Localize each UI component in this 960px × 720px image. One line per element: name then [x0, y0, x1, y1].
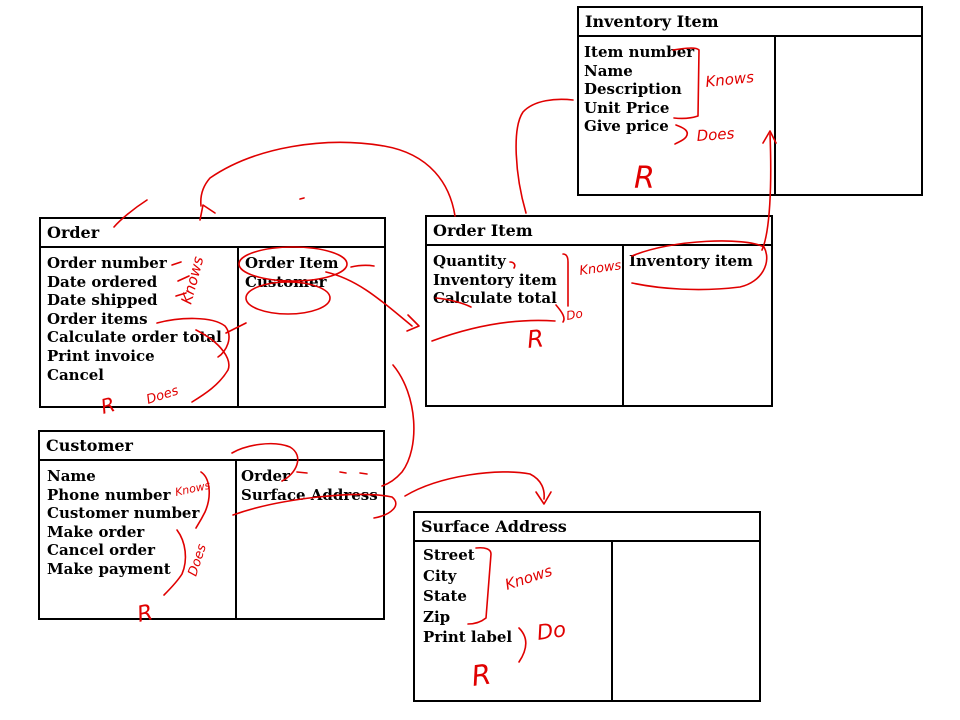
responsibility-item: Phone number — [47, 485, 171, 504]
responsibility-item: Make payment — [47, 559, 171, 578]
column-divider — [611, 542, 613, 700]
responsibility-item: Description — [584, 80, 682, 99]
link-curve — [515, 98, 574, 214]
responsibility-item: Make order — [47, 522, 145, 541]
responsibility-item: Cancel order — [47, 541, 156, 560]
crc-card-order: Order Order number Date ordered Date shi… — [39, 217, 386, 408]
responsibility-item: Calculate order total — [47, 328, 222, 347]
crc-card-order-item: Order Item Quantity Inventory item Calcu… — [425, 215, 773, 407]
card-body: Order number Date ordered Date shipped O… — [41, 248, 384, 406]
responsibility-item: Unit Price — [584, 98, 670, 117]
responsibility-item: Print label — [423, 628, 513, 646]
card-title: Order Item — [427, 217, 771, 246]
tick-mark — [299, 197, 305, 200]
crc-card-surface-address: Surface Address Street City State Zip Pr… — [413, 511, 761, 702]
responsibility-item: Zip — [423, 607, 451, 626]
responsibility-item: Print invoice — [47, 346, 155, 365]
card-title: Surface Address — [415, 513, 759, 542]
responsibility-item: Name — [47, 467, 96, 485]
responsibilities-list: Quantity Inventory item Calculate total — [433, 252, 557, 308]
arrow-head — [535, 491, 552, 505]
responsibilities-list: Item number Name Description Unit Price … — [584, 43, 694, 136]
responsibility-item: Customer number — [47, 504, 200, 523]
collaborators-list: Order Item Customer — [245, 254, 339, 291]
column-divider — [622, 246, 624, 405]
responsibility-item: Inventory item — [433, 270, 557, 289]
responsibilities-list: Street City State Zip Print label — [423, 545, 512, 648]
collaborators-list: Order Surface Address — [241, 467, 378, 504]
responsibility-item: Name — [584, 61, 633, 80]
responsibility-item: Item number — [584, 43, 695, 61]
responsibility-item: City — [423, 566, 457, 585]
card-body: Item number Name Description Unit Price … — [579, 37, 921, 194]
collaborator-item: Order — [241, 467, 290, 485]
collaborator-item: Inventory item — [629, 252, 753, 270]
card-body: Street City State Zip Print label — [415, 542, 759, 700]
responsibility-item: Cancel — [47, 365, 104, 384]
collaborators-list: Inventory item — [629, 252, 753, 271]
card-body: Quantity Inventory item Calculate total … — [427, 246, 771, 405]
responsibility-item: Date shipped — [47, 291, 158, 310]
crc-card-customer: Customer Name Phone number Customer numb… — [38, 430, 385, 620]
responsibility-item: Quantity — [433, 252, 506, 270]
responsibility-item: Order items — [47, 309, 148, 328]
link-curve — [381, 364, 415, 487]
card-title: Customer — [40, 432, 383, 461]
crc-card-inventory-item: Inventory Item Item number Name Descript… — [577, 6, 923, 196]
collaborator-item: Surface Address — [241, 485, 378, 504]
column-divider — [774, 37, 776, 194]
collaborator-item: Customer — [245, 272, 327, 291]
link-curve — [404, 471, 545, 500]
responsibility-item: Order number — [47, 254, 167, 272]
card-body: Name Phone number Customer number Make o… — [40, 461, 383, 618]
column-divider — [235, 461, 237, 618]
collaborator-item: Order Item — [245, 254, 339, 272]
responsibility-item: State — [423, 587, 467, 605]
responsibility-item: Date ordered — [47, 272, 158, 291]
responsibility-item: Street — [423, 546, 475, 564]
responsibilities-list: Order number Date ordered Date shipped O… — [47, 254, 222, 384]
column-divider — [237, 248, 239, 406]
card-title: Inventory Item — [579, 8, 921, 37]
responsibilities-list: Name Phone number Customer number Make o… — [47, 467, 199, 579]
card-title: Order — [41, 219, 384, 248]
responsibility-item: Give price — [584, 117, 669, 136]
arrow-head — [406, 314, 420, 332]
link-curve — [200, 141, 456, 217]
responsibility-item: Calculate total — [433, 289, 557, 308]
